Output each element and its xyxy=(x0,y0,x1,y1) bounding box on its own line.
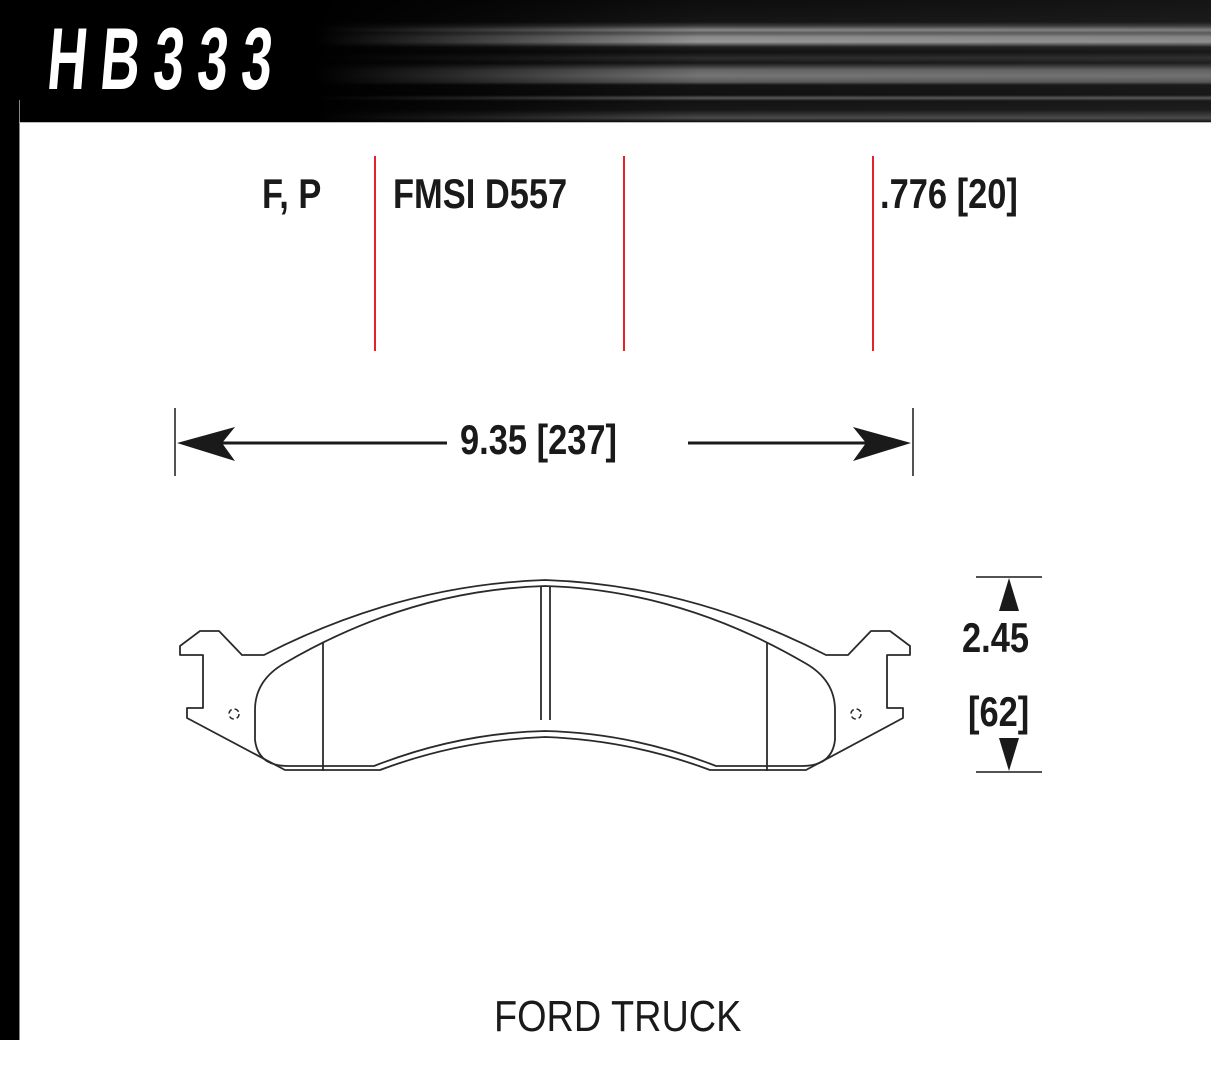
guide-line-1 xyxy=(374,156,376,351)
guide-line-2 xyxy=(623,156,625,351)
header-fade xyxy=(0,0,700,122)
width-dimension-label: 9.35 [237] xyxy=(460,416,618,463)
guide-line-3 xyxy=(872,156,874,351)
position-label: F, P xyxy=(262,170,322,217)
header-stripes xyxy=(0,0,1211,122)
right-sensor-hole xyxy=(850,708,862,720)
application-label: FORD TRUCK xyxy=(494,992,742,1041)
left-border-bar xyxy=(0,100,20,1040)
height-dimension-inches: 2.45 xyxy=(962,614,1030,661)
height-dimension-mm: [62] xyxy=(968,688,1030,735)
left-sensor-hole xyxy=(228,708,240,720)
thickness-label: .776 [20] xyxy=(880,170,1018,217)
width-dimension-arrow xyxy=(174,408,914,476)
height-dimension-arrow xyxy=(976,576,1042,773)
content-top-border xyxy=(19,122,1211,123)
fmsi-label: FMSI D557 xyxy=(393,170,568,217)
brake-pad-outline xyxy=(179,579,911,771)
